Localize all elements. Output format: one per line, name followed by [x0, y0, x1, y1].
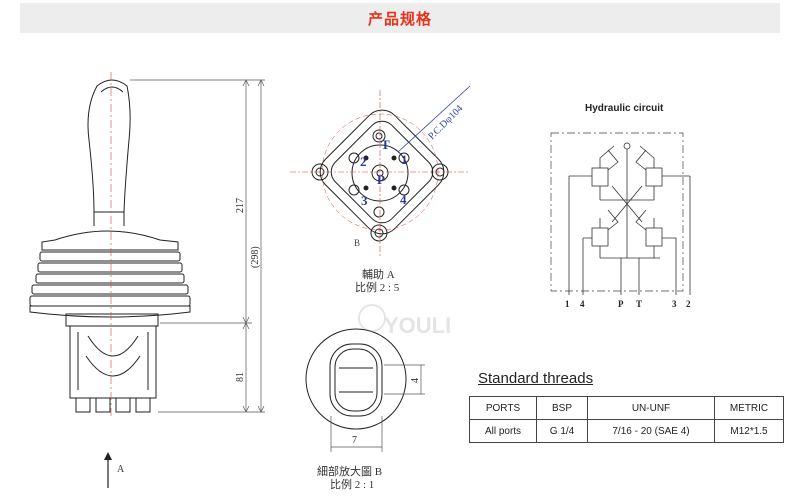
arrow-a-label: A: [117, 464, 125, 475]
threads-header-cell: PORTS: [469, 396, 537, 420]
threads-header-row: PORTS BSP UN-UNF METRIC: [469, 396, 784, 420]
dim-7-label: 7: [352, 435, 357, 446]
port-3-label: 3: [361, 193, 368, 208]
threads-cell: M12*1.5: [714, 419, 784, 443]
corner-b-label: B: [354, 238, 360, 248]
threads-cell: G 1/4: [536, 419, 588, 443]
port-t-label: T: [381, 137, 390, 152]
top-view-caption-1: 輔助 A: [362, 267, 395, 281]
pcd-leader-line: [397, 85, 471, 153]
threads-table: PORTS BSP UN-UNF METRIC All ports G 1/4 …: [469, 396, 784, 443]
page-title: 产品规格: [367, 9, 432, 28]
hydraulic-schematic: [568, 142, 691, 295]
watermark-text: YOULI: [384, 313, 451, 338]
view-arrow-a: [104, 452, 112, 488]
port-1-label: 1: [401, 152, 408, 167]
dim-217-label: 217: [235, 198, 246, 213]
port-4-label: 4: [400, 192, 407, 207]
side-view-joystick: [29, 79, 191, 413]
hydraulic-port-labels: 1 4 P T 3 2: [565, 299, 691, 309]
hydraulic-frame: [550, 132, 684, 292]
hydraulic-port-1: 1: [565, 299, 570, 309]
top-view-caption-2: 比例 2 : 5: [355, 280, 400, 294]
threads-header-cell: METRIC: [714, 396, 784, 420]
dim-81-label: 81: [235, 372, 246, 382]
detail-view-caption-2: 比例 2 : 1: [330, 477, 374, 491]
threads-header-cell: UN-UNF: [587, 396, 715, 420]
threads-cell: 7/16 - 20 (SAE 4): [587, 419, 715, 443]
youli-watermark: YOULI: [358, 304, 451, 338]
detail-view-caption-1: 細部放大圖 B: [317, 464, 382, 478]
top-view-diamond: [311, 109, 449, 242]
hydraulic-circuit-title: Hydraulic circuit: [585, 103, 664, 114]
dim-298-label: (298): [250, 246, 261, 268]
port-2-label: 2: [360, 154, 367, 169]
header-bar: 产品规格: [20, 3, 780, 33]
pcd-circle: [321, 113, 439, 231]
detail-view-dimensions: [330, 364, 425, 452]
standard-threads-title: Standard threads: [478, 370, 594, 387]
hydraulic-port-4: 4: [580, 299, 585, 309]
hydraulic-port-2: 2: [686, 299, 691, 309]
pcd-label: P.C.Dφ104: [426, 103, 465, 142]
threads-cell: All ports: [469, 419, 537, 443]
detail-view-b: [305, 328, 407, 430]
hydraulic-port-t: T: [636, 299, 642, 309]
threads-header-cell: BSP: [536, 396, 588, 420]
dim-4-label: 4: [410, 378, 421, 383]
port-p-label: P: [377, 172, 385, 187]
threads-data-row: All ports G 1/4 7/16 - 20 (SAE 4) M12*1.…: [469, 419, 784, 443]
hydraulic-port-3: 3: [672, 299, 677, 309]
side-view-dimensions: [130, 79, 265, 413]
hydraulic-port-p: P: [618, 299, 624, 309]
